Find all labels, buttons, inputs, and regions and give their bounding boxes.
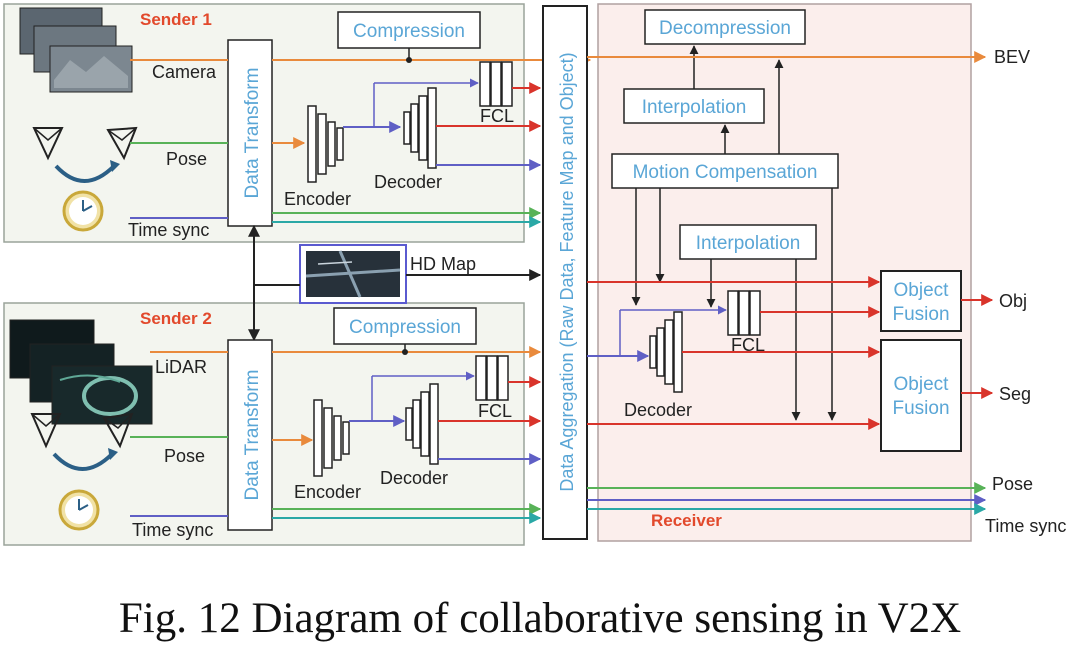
hd-map-thumbnail <box>305 250 401 298</box>
clock-icon <box>58 489 100 531</box>
sender2-compression-label: Compression <box>349 317 461 338</box>
sender2-fcl-icon <box>475 355 509 401</box>
sender2-compression-box <box>333 307 477 345</box>
sender2-encoder-label: Encoder <box>294 482 361 502</box>
receiver-decoder-icon <box>649 311 683 393</box>
sender2-title: Sender 2 <box>140 309 212 328</box>
sender1-fcl-icon <box>479 61 513 107</box>
sender2-input-timesync: Time sync <box>132 520 213 540</box>
sender2-fcl-label: FCL <box>478 401 512 421</box>
sender1-fcl-label: FCL <box>480 106 514 126</box>
output-timesync: Time sync <box>985 516 1066 536</box>
sender2-decoder-label: Decoder <box>380 468 448 488</box>
clock-icon <box>62 190 104 232</box>
sender1-input-timesync: Time sync <box>128 220 209 240</box>
receiver-fcl-label: FCL <box>731 335 765 355</box>
figure-caption: Fig. 12 Diagram of collaborative sensing… <box>119 595 961 642</box>
hd-map-label: HD Map <box>410 254 476 274</box>
sender1-title: Sender 1 <box>140 10 212 29</box>
sender1-transform-label: Data Transform <box>242 68 263 199</box>
sender2-input-pose: Pose <box>164 446 205 466</box>
object-fusion-1-line1: Object <box>894 280 950 301</box>
camera-frames-icon <box>19 7 133 93</box>
receiver-decoder-label: Decoder <box>624 400 692 420</box>
sender1-encoder-label: Encoder <box>284 189 351 209</box>
interpolation-mid-label: Interpolation <box>696 233 801 254</box>
pose-frames-icon <box>30 412 134 471</box>
sender2-transform-box <box>227 339 273 531</box>
output-pose: Pose <box>992 474 1033 494</box>
lidar-frames-icon <box>9 319 153 425</box>
decompression-box <box>644 9 806 45</box>
output-obj: Obj <box>999 291 1027 311</box>
motion-compensation-label: Motion Compensation <box>633 162 818 183</box>
receiver-fcl-icon <box>727 290 761 336</box>
sender2-transform-label: Data Transform <box>242 370 263 501</box>
sender2-input-lidar: LiDAR <box>155 357 207 377</box>
sender1-compression-label: Compression <box>353 21 465 42</box>
interpolation-top-label: Interpolation <box>642 97 747 118</box>
sender1-decoder-icon <box>403 87 437 169</box>
object-fusion-2-box <box>880 339 962 452</box>
aggregation-label: Data Aggregation (Raw Data, Feature Map … <box>557 52 577 491</box>
interpolation-mid-box <box>679 224 817 260</box>
sender1-compression-box <box>337 11 481 49</box>
aggregation-box <box>542 5 588 540</box>
receiver-title: Receiver <box>651 511 722 530</box>
sender1-decoder-label: Decoder <box>374 172 442 192</box>
interpolation-top-box <box>623 88 765 124</box>
sender2-encoder-icon <box>313 399 350 477</box>
object-fusion-2-line1: Object <box>894 374 950 395</box>
output-seg: Seg <box>999 384 1031 404</box>
object-fusion-2-line2: Fusion <box>892 398 949 419</box>
sender1-encoder-icon <box>307 105 344 183</box>
decompression-label: Decompression <box>659 18 791 39</box>
sender1-input-camera: Camera <box>152 62 217 82</box>
sender2-decoder-icon <box>405 383 439 465</box>
sender1-input-pose: Pose <box>166 149 207 169</box>
output-bev: BEV <box>994 47 1030 67</box>
object-fusion-1-line2: Fusion <box>892 304 949 325</box>
